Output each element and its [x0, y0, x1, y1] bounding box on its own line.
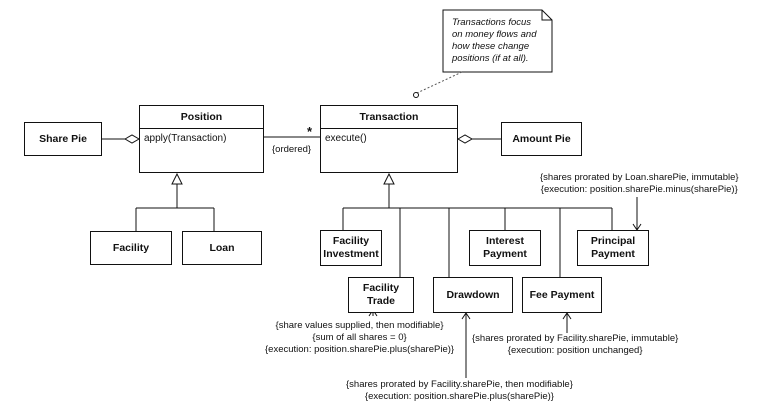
note-anchor-circle: [413, 92, 419, 98]
association-multiplicity: *: [307, 124, 313, 139]
loan-box[interactable]: Loan: [182, 231, 262, 265]
transaction-class-name: Transaction: [321, 106, 457, 129]
constraint-line: {sum of all shares = 0}: [312, 332, 407, 343]
amount-pie-aggregation-diamond: [456, 134, 474, 144]
drawdown-constraint: {shares prorated by Facility.sharePie, t…: [346, 379, 573, 403]
drawdown-box[interactable]: Drawdown: [433, 277, 513, 313]
constraint-line: {execution: position.sharePie.plus(share…: [265, 344, 455, 355]
note-corner-fold: [541, 10, 552, 21]
note-line: Transactions focus: [452, 17, 532, 28]
association-constraint: {ordered}: [272, 144, 312, 155]
note-text: Transactions focus on money flows and ho…: [452, 17, 537, 65]
drawdown-constraint-arrowhead: [461, 312, 471, 320]
position-operation: apply(Transaction): [144, 133, 227, 144]
transaction-operation: execute(): [325, 133, 367, 144]
principal-constraint: {shares prorated by Loan.sharePie, immut…: [540, 172, 739, 196]
fee-payment-box[interactable]: Fee Payment: [522, 277, 602, 313]
position-class[interactable]: Position apply(Transaction): [139, 105, 264, 173]
transaction-class[interactable]: Transaction execute(): [320, 105, 458, 173]
constraint-line: {shares prorated by Facility.sharePie, i…: [472, 333, 679, 344]
principal-payment-box[interactable]: Principal Payment: [577, 230, 649, 266]
constraint-line: {share values supplied, then modifiable}: [275, 320, 444, 331]
share-pie-aggregation-diamond: [123, 134, 141, 144]
constraint-line: {execution: position.sharePie.plus(share…: [364, 391, 554, 402]
facility-box[interactable]: Facility: [90, 231, 172, 265]
share-pie-box[interactable]: Share Pie: [24, 122, 102, 156]
fee-constraint-arrowhead: [562, 312, 572, 320]
constraint-line: {shares prorated by Loan.sharePie, immut…: [540, 172, 739, 183]
constraint-line: {execution: position unchanged}: [507, 345, 643, 356]
note-line: positions (if at all).: [452, 53, 529, 64]
facility-investment-box[interactable]: Facility Investment: [320, 230, 382, 266]
note-line: how these change: [452, 41, 530, 52]
transaction-generalization-arrow: [383, 172, 395, 185]
fee-constraint: {shares prorated by Facility.sharePie, i…: [472, 333, 678, 357]
trade-constraint: {share values supplied, then modifiable}…: [265, 320, 454, 356]
interest-payment-box[interactable]: Interest Payment: [469, 230, 541, 266]
constraint-line: {execution: position.sharePie.minus(shar…: [540, 184, 738, 195]
constraint-line: {shares prorated by Facility.sharePie, t…: [346, 379, 573, 390]
note-line: on money flows and: [452, 29, 537, 40]
facility-trade-box[interactable]: Facility Trade: [348, 277, 414, 313]
note-anchor-line: [416, 71, 463, 94]
position-generalization-arrow: [171, 172, 183, 185]
position-class-name: Position: [140, 106, 263, 129]
note-shape: [442, 9, 553, 73]
amount-pie-box[interactable]: Amount Pie: [501, 122, 582, 156]
